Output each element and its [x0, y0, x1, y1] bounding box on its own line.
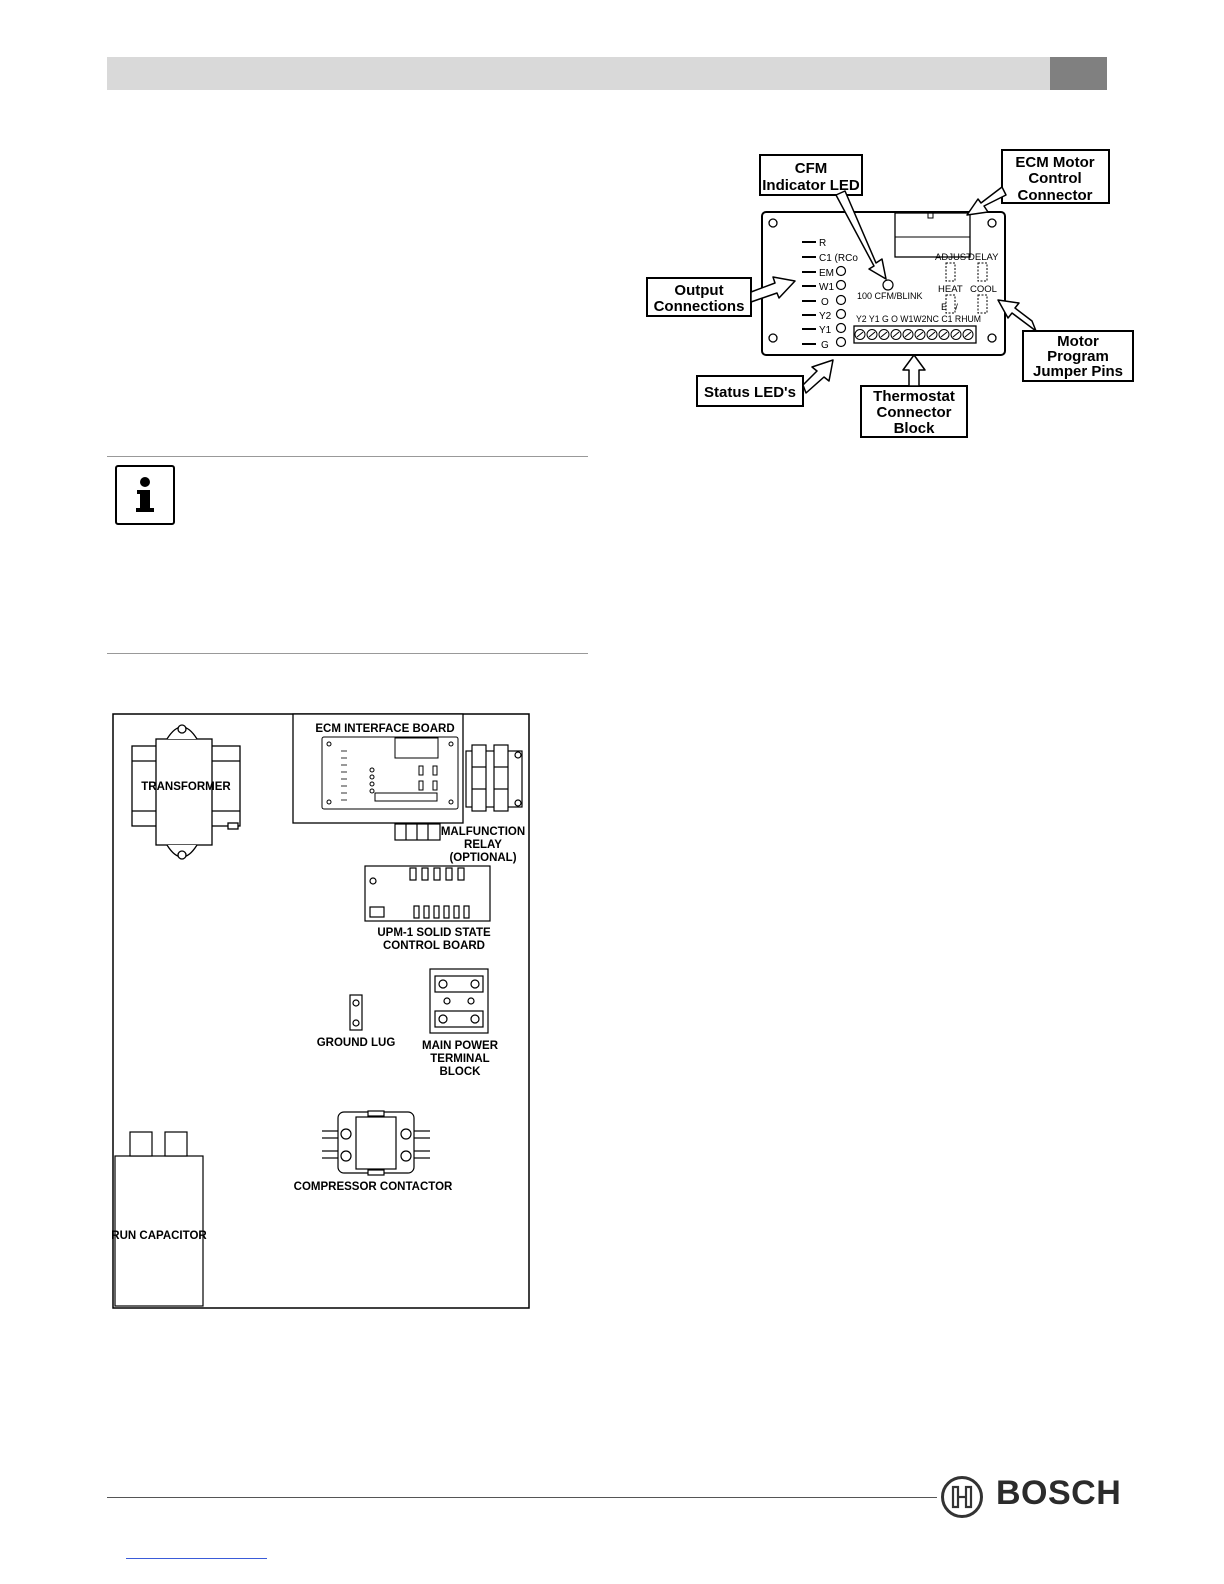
arrow-thermostat [902, 354, 926, 387]
callout-motor-line2: Program [1047, 348, 1109, 365]
note-bottom-rule [107, 653, 588, 654]
arrow-status [802, 359, 834, 394]
malfunction-line1: MALFUNCTION [441, 826, 525, 838]
pin-label-c1: C1 (RCo [819, 253, 858, 264]
pin-label-em: EM [819, 268, 834, 279]
arrow-cfm [835, 190, 887, 280]
page-number-tab [1050, 57, 1107, 90]
ecm-board-figure: R C1 (RCo EM W1 O Y2 Y1 G 100 CFM/BLINK … [646, 149, 1134, 438]
cfm-indicator-led [882, 279, 894, 291]
footer-link-underline[interactable] [126, 1558, 267, 1559]
cool-label: COOL [970, 284, 997, 295]
bosch-armature-icon [941, 1476, 983, 1518]
terminal-row-label: Y2 Y1 G O W1W2NC C1 RHUM [856, 314, 981, 324]
callout-cfm [759, 154, 863, 196]
right-relay [465, 744, 523, 812]
upm-line1: UPM-1 SOLID STATE [377, 927, 491, 939]
pin-label-o: O [821, 297, 829, 308]
info-icon [115, 465, 175, 525]
callout-status-text: Status LED's [704, 384, 796, 401]
ecm-interface-box [292, 713, 464, 824]
callout-ecm-line1: ECM Motor [1015, 154, 1094, 171]
control-box-figure: TRANSFORMER ECM INTERFACE BOARD MALFUNCT… [111, 713, 530, 1309]
arrow-ecm-motor [966, 186, 1007, 216]
main-power-line1: MAIN POWER [422, 1040, 499, 1052]
compressor-label: COMPRESSOR CONTACTOR [294, 1181, 453, 1193]
transformer [131, 724, 241, 860]
callout-motor-line1: Motor [1057, 333, 1099, 350]
footer-rule [107, 1497, 937, 1498]
ecm-interface-label: ECM INTERFACE BOARD [315, 723, 454, 735]
header-bar [107, 57, 1107, 90]
pin-label-y2: Y2 [819, 311, 832, 322]
callout-status [696, 375, 804, 407]
callout-thermostat [860, 385, 968, 438]
ground-lug [349, 994, 363, 1031]
main-power-line3: BLOCK [440, 1066, 482, 1078]
run-capacitor [114, 1131, 204, 1307]
cfm-blink-label: 100 CFM/BLINK [857, 291, 923, 301]
compressor-contactor [322, 1110, 430, 1176]
malfunction-line2: RELAY [464, 839, 502, 851]
callout-cfm-line1: CFM [795, 160, 828, 177]
callout-motor-program [1022, 330, 1134, 382]
malfunction-relay [394, 823, 441, 841]
callout-ecm-line3: Connector [1018, 187, 1093, 204]
main-power-line2: TERMINAL [430, 1053, 489, 1065]
callout-ecm-line2: Control [1028, 170, 1081, 187]
malfunction-line3: (OPTIONAL) [449, 852, 516, 864]
delay-label: DELAY [968, 252, 999, 263]
callout-thermostat-line2: Connector [877, 404, 952, 421]
transformer-label: TRANSFORMER [141, 781, 231, 793]
pin-label-y1: Y1 [819, 325, 832, 336]
adjust-label: ADJUST [935, 252, 972, 263]
note-top-rule [107, 456, 588, 457]
run-capacitor-label: RUN CAPACITOR [111, 1230, 207, 1242]
callout-ecm-motor [1001, 149, 1110, 204]
ecm-interface-mini-board [321, 736, 459, 810]
arrow-output [750, 276, 796, 303]
ecm-connector [894, 212, 971, 258]
pin-label-r: R [819, 238, 826, 249]
callout-motor-line3: Jumper Pins [1033, 363, 1123, 380]
upm-line2: CONTROL BOARD [383, 940, 485, 952]
pin-label-w1: W1 [819, 282, 834, 293]
callout-cfm-line2: Indicator LED [762, 177, 860, 194]
main-power-terminal [429, 968, 489, 1034]
bosch-logo-text: BOSCH [996, 1474, 1122, 1512]
pin-label-g: G [821, 340, 829, 351]
callout-thermostat-line3: Block [894, 420, 936, 437]
ground-lug-label: GROUND LUG [317, 1037, 396, 1049]
callout-output-line2: Connections [654, 298, 745, 315]
heat-label: HEAT [938, 284, 963, 295]
upm-board [364, 865, 491, 922]
callout-output-line1: Output [674, 282, 723, 299]
arrow-motor-program [997, 299, 1037, 332]
callout-thermostat-line1: Thermostat [873, 388, 955, 405]
